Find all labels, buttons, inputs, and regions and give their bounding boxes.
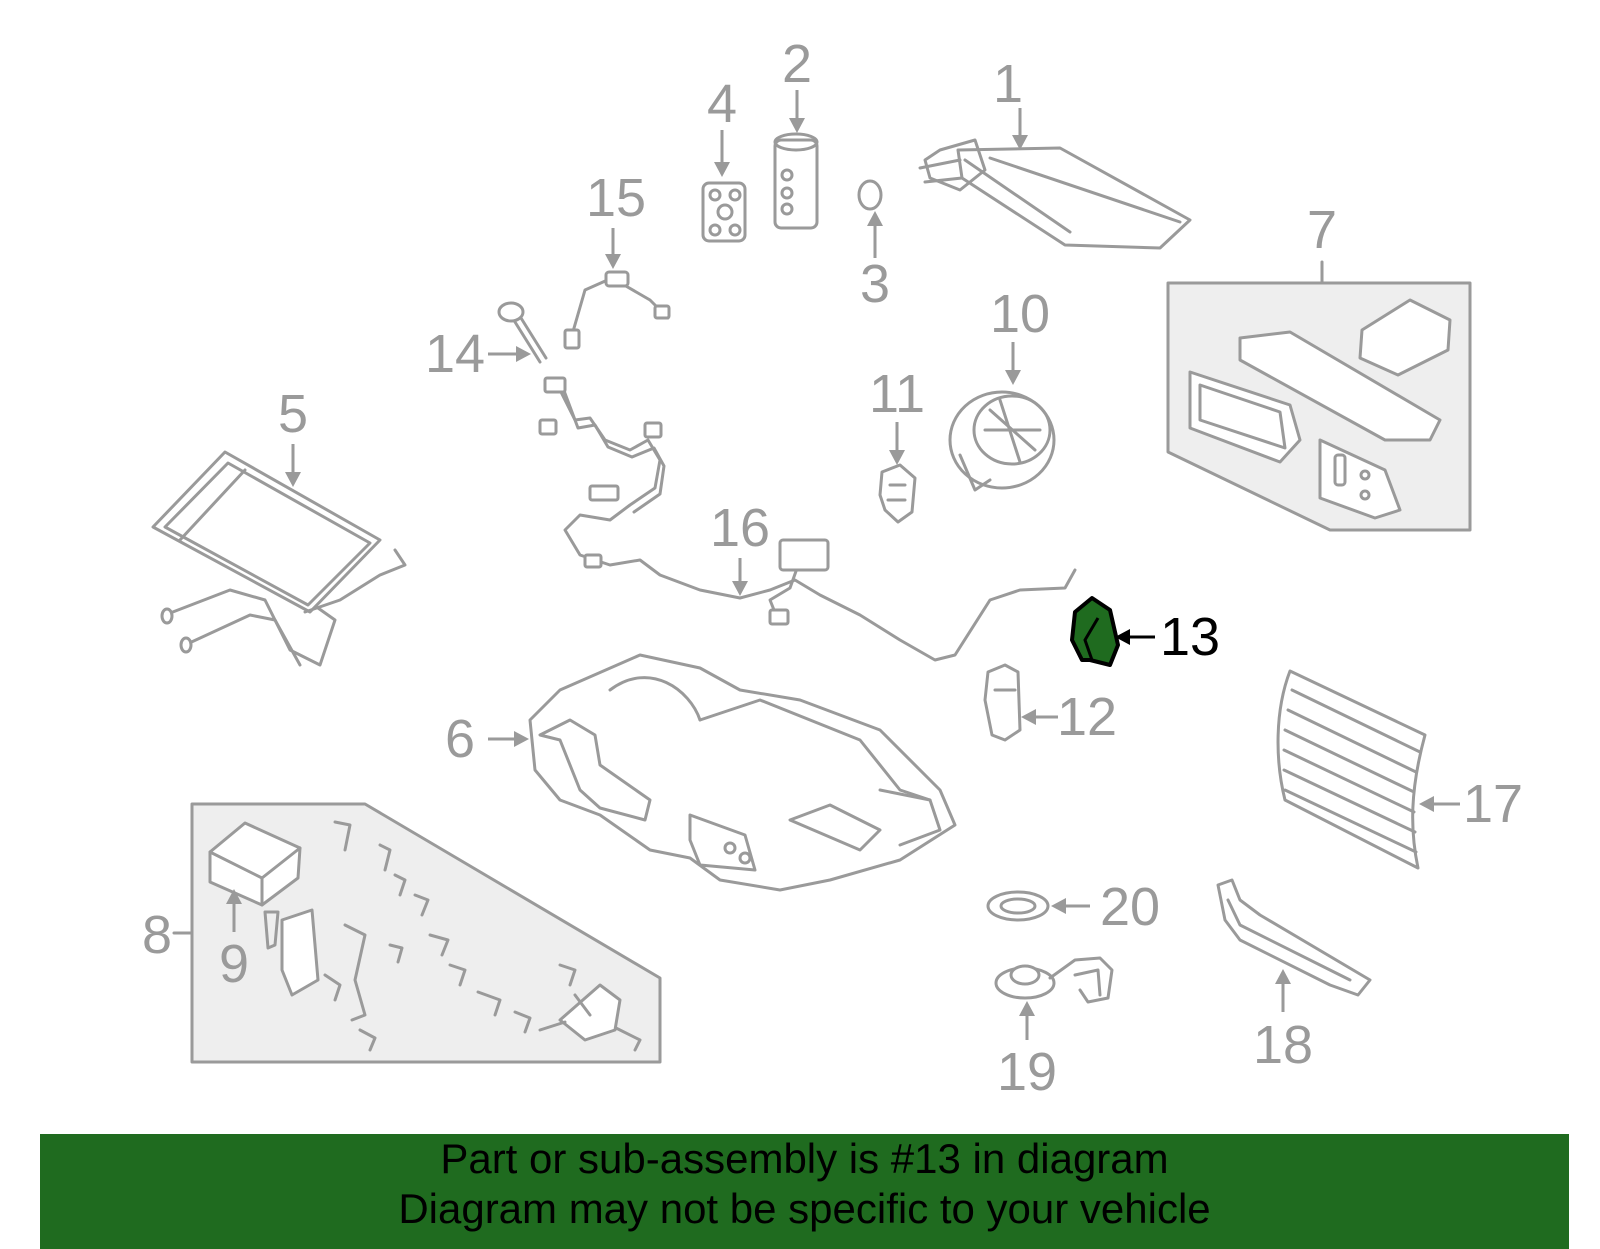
svg-text:14: 14 (425, 324, 485, 384)
callout-1: 1 (993, 54, 1028, 150)
part-1-evaporator[interactable] (918, 138, 1192, 250)
callout-10: 10 (990, 284, 1050, 385)
callout-15: 15 (586, 168, 646, 269)
banner-line-1: Part or sub-assembly is #13 in diagram (440, 1135, 1169, 1182)
svg-text:5: 5 (278, 384, 308, 444)
callout-4: 4 (707, 74, 737, 177)
info-banner: Part or sub-assembly is #13 in diagram D… (40, 1134, 1569, 1249)
svg-text:18: 18 (1253, 1015, 1313, 1075)
svg-text:16: 16 (710, 498, 770, 558)
part-10-blower[interactable] (948, 390, 1056, 492)
part-18-bracket[interactable] (1216, 878, 1372, 997)
part-13-highlighted[interactable] (1070, 596, 1120, 667)
callout-14: 14 (425, 324, 531, 384)
svg-text:15: 15 (586, 168, 646, 228)
svg-text:11: 11 (869, 364, 925, 424)
callout-11: 11 (869, 364, 925, 465)
svg-text:4: 4 (707, 74, 737, 134)
part-20-seal[interactable] (986, 890, 1050, 922)
callout-2: 2 (782, 34, 812, 133)
callout-9: 9 (219, 889, 249, 994)
svg-text:20: 20 (1100, 877, 1160, 937)
callout-7: 7 (1307, 200, 1337, 285)
callout-18: 18 (1253, 969, 1313, 1075)
part-5-heater-core[interactable] (151, 450, 407, 667)
callout-8: 8 (142, 905, 194, 965)
svg-text:1: 1 (993, 54, 1023, 114)
part-2-expansion-valve[interactable] (773, 132, 819, 230)
callout-19: 19 (997, 1001, 1057, 1102)
callout-16: 16 (710, 498, 770, 596)
svg-text:8: 8 (142, 905, 172, 965)
banner-line-2: Diagram may not be specific to your vehi… (398, 1185, 1211, 1232)
callout-20: 20 (1051, 877, 1160, 937)
part-4-gasket[interactable] (701, 181, 747, 243)
svg-text:9: 9 (219, 934, 249, 994)
part-19-sensor[interactable] (994, 956, 1114, 1004)
svg-text:3: 3 (860, 254, 890, 314)
part-12-duct[interactable] (983, 663, 1022, 742)
part-3-o-ring[interactable] (857, 179, 883, 211)
part-14-plug[interactable] (497, 301, 548, 364)
svg-text:2: 2 (782, 34, 812, 94)
part-15-sensor[interactable] (563, 270, 671, 350)
part-6-hvac-case[interactable] (528, 653, 957, 892)
svg-text:17: 17 (1463, 774, 1523, 834)
svg-text:19: 19 (997, 1042, 1057, 1102)
svg-text:6: 6 (445, 709, 475, 769)
svg-text:7: 7 (1307, 200, 1337, 260)
part-8-hardware-kit[interactable] (190, 802, 662, 1064)
part-7-kit[interactable] (1166, 281, 1472, 532)
callout-17: 17 (1419, 774, 1523, 834)
svg-text:10: 10 (990, 284, 1050, 344)
callout-13: 13 (1115, 607, 1220, 667)
part-17-filter[interactable] (1276, 669, 1427, 870)
callout-5: 5 (278, 384, 308, 487)
part-16-harness[interactable] (538, 376, 1077, 662)
part-11-actuator[interactable] (878, 463, 917, 524)
callout-3: 3 (860, 211, 890, 314)
svg-text:12: 12 (1057, 687, 1117, 747)
svg-text:13: 13 (1160, 607, 1220, 667)
callout-12: 12 (1021, 687, 1117, 747)
callout-6: 6 (445, 709, 529, 769)
